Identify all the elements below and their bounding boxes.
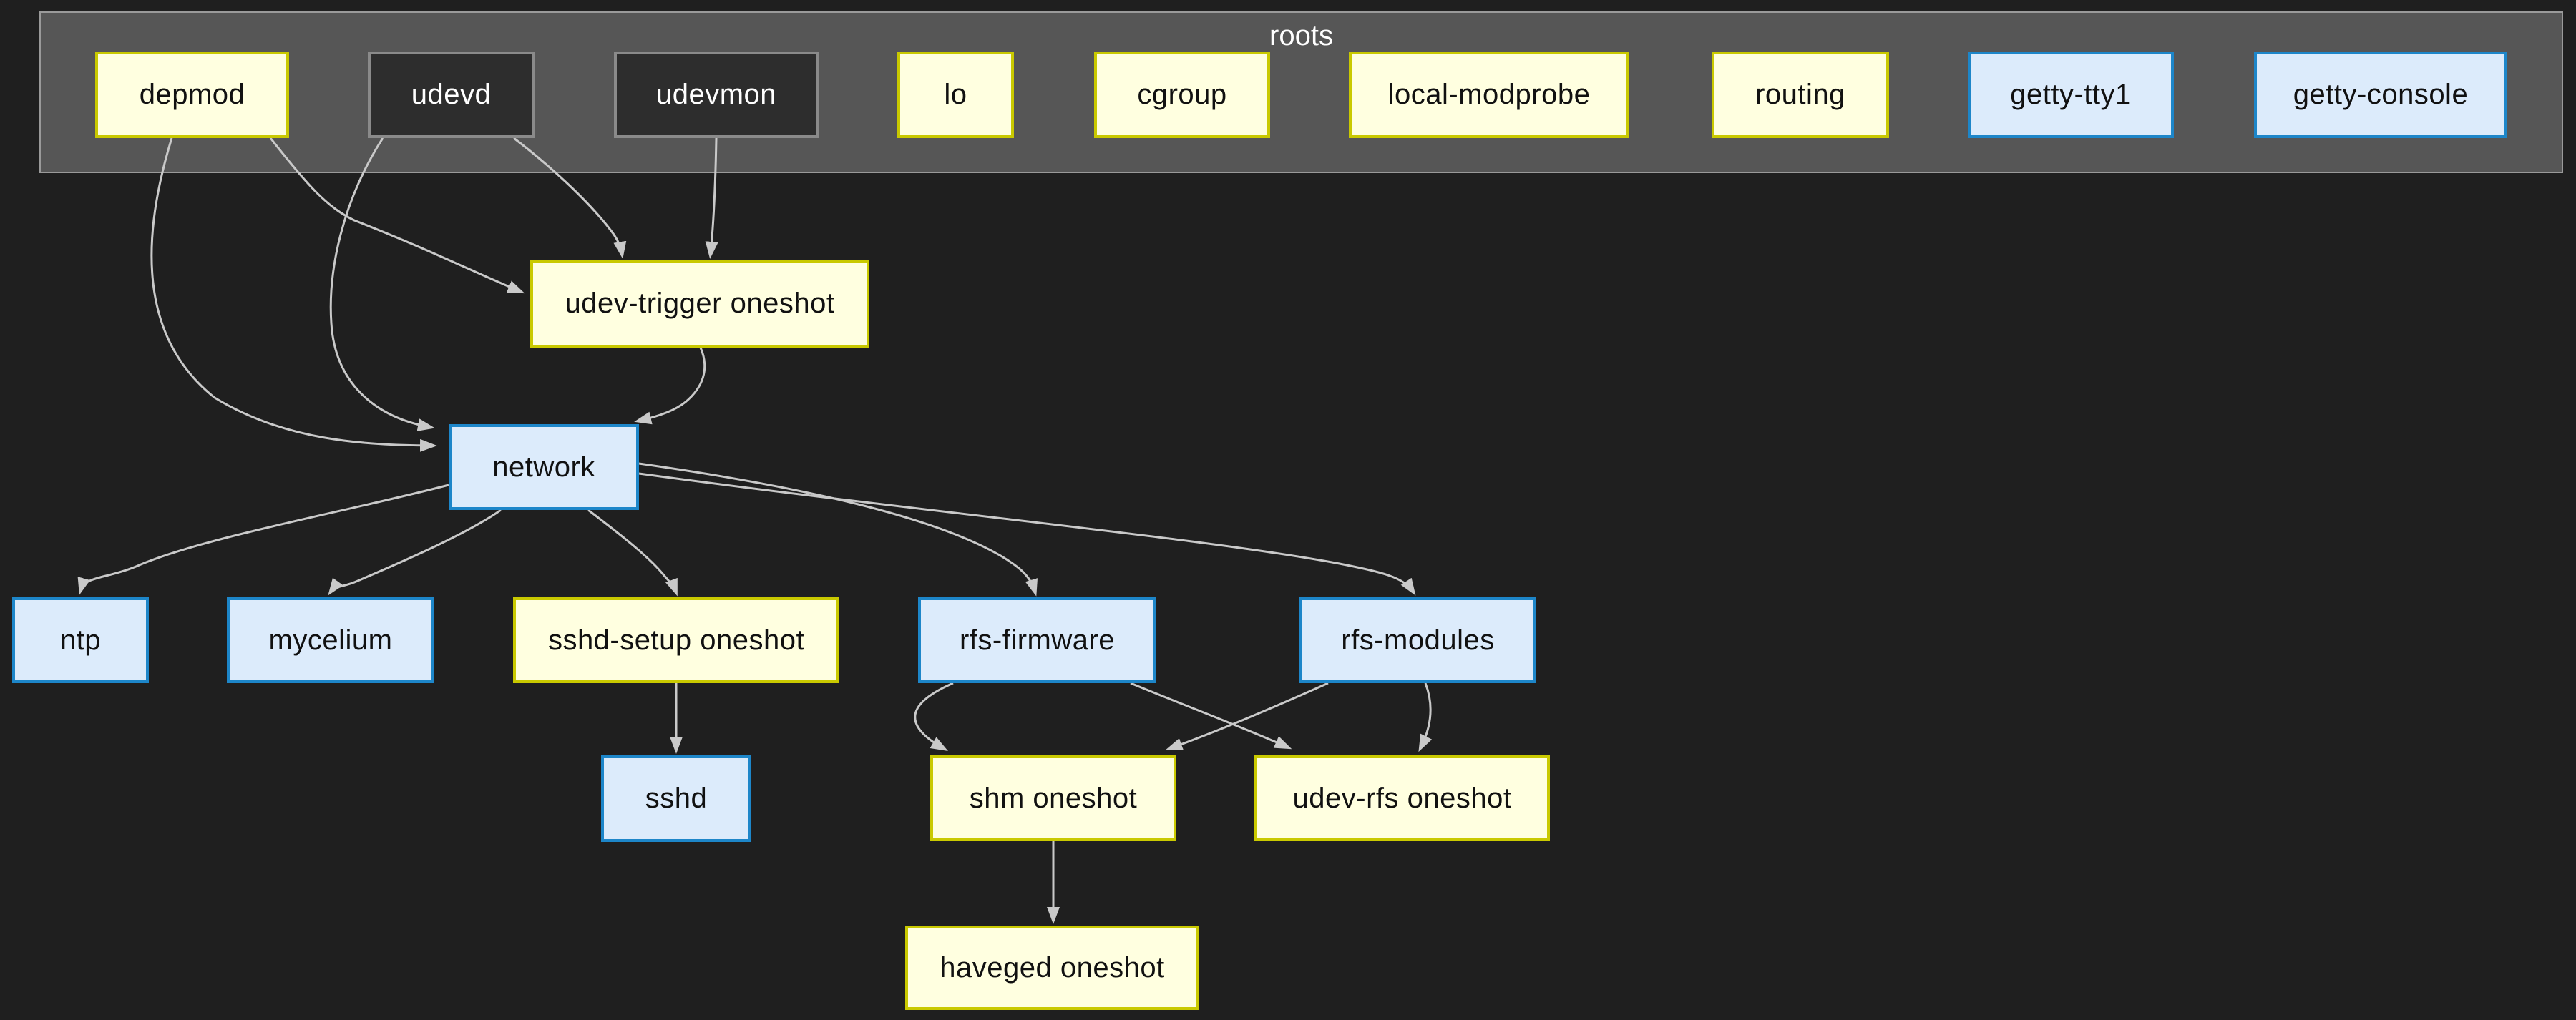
node-udev-rfs: udev-rfs oneshot xyxy=(1254,755,1550,841)
node-label: udevmon xyxy=(655,79,777,110)
edge-network-to-rfs-firmware xyxy=(638,462,1038,597)
node-depmod: depmod xyxy=(95,52,289,138)
node-label: local-modprobe xyxy=(1387,79,1591,110)
node-udevmon: udevmon xyxy=(614,52,819,138)
node-label: getty-console xyxy=(2293,79,2469,110)
node-sshd: sshd xyxy=(601,755,751,842)
edge-rfs-modules-to-udev-rfs xyxy=(1418,682,1433,752)
node-label: haveged oneshot xyxy=(940,951,1165,984)
edge-udevmon-to-udev-trigger xyxy=(705,137,718,259)
edge-depmod-to-network xyxy=(150,137,437,452)
roots-cluster-label: roots xyxy=(1269,20,1333,52)
node-lo: lo xyxy=(897,52,1014,138)
node-label: routing xyxy=(1755,79,1845,110)
node-label: sshd-setup oneshot xyxy=(547,624,805,656)
edge-network-to-ntp xyxy=(77,484,449,595)
node-label: ntp xyxy=(59,624,102,656)
node-label: sshd xyxy=(645,783,708,814)
node-rfs-firmware: rfs-firmware xyxy=(918,597,1156,683)
node-label: udevd xyxy=(411,79,492,110)
node-label: udev-trigger oneshot xyxy=(565,288,835,319)
node-routing: routing xyxy=(1712,52,1889,138)
node-udev-trigger: udev-trigger oneshot xyxy=(530,260,869,348)
node-haveged: haveged oneshot xyxy=(905,926,1199,1010)
node-mycelium: mycelium xyxy=(227,597,434,683)
node-rfs-modules: rfs-modules xyxy=(1299,597,1536,683)
node-getty-tty1: getty-tty1 xyxy=(1968,52,2174,138)
node-sshd-setup: sshd-setup oneshot xyxy=(513,597,839,683)
edge-udevd-to-network xyxy=(329,137,435,431)
node-local-modprobe: local-modprobe xyxy=(1349,52,1629,138)
node-label: getty-tty1 xyxy=(2010,79,2132,110)
edge-rfs-modules-to-shm xyxy=(1165,682,1329,751)
node-label: udev-rfs oneshot xyxy=(1292,782,1512,814)
node-label: rfs-modules xyxy=(1341,624,1495,656)
node-label: network xyxy=(492,451,595,483)
edge-rfs-firmware-to-shm xyxy=(914,682,954,751)
node-network: network xyxy=(449,424,639,510)
node-udevd: udevd xyxy=(368,52,535,138)
edge-depmod-to-udev-trigger xyxy=(269,137,525,294)
node-label: mycelium xyxy=(268,624,393,656)
node-label: depmod xyxy=(139,79,245,110)
node-shm: shm oneshot xyxy=(930,755,1176,841)
node-ntp: ntp xyxy=(12,597,149,683)
node-getty-console: getty-console xyxy=(2254,52,2507,138)
edge-udev-trigger-to-network xyxy=(634,347,706,425)
node-label: lo xyxy=(944,79,967,110)
edge-rfs-firmware-to-udev-rfs xyxy=(1130,682,1292,750)
node-label: rfs-firmware xyxy=(959,624,1116,656)
edge-network-to-sshd-setup xyxy=(587,509,678,597)
edge-network-to-mycelium xyxy=(328,509,502,596)
edge-udevd-to-udev-trigger xyxy=(513,137,627,259)
node-label: shm oneshot xyxy=(969,782,1138,814)
node-cgroup: cgroup xyxy=(1094,52,1270,138)
edge-network-to-rfs-modules xyxy=(638,472,1416,596)
node-label: cgroup xyxy=(1137,79,1227,110)
